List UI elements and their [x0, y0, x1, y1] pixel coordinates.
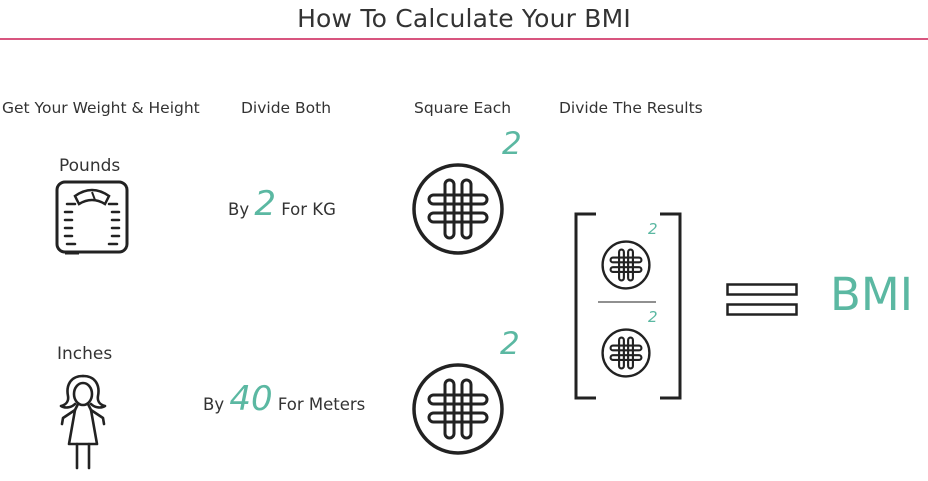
divide-height-prefix: By: [203, 395, 225, 414]
step-square-each: Square Each: [414, 99, 512, 117]
page-title: How To Calculate Your BMI: [297, 4, 631, 33]
person-icon: [59, 374, 107, 470]
square-exponent-weight: 2: [502, 126, 522, 162]
divide-height-text: By 40 For Meters: [203, 379, 365, 419]
fraction-exponent-top: 2: [648, 220, 658, 238]
inches-label: Inches: [57, 344, 113, 364]
fraction-exponent-bottom: 2: [648, 308, 658, 326]
scale-icon: [55, 180, 129, 255]
pounds-label: Pounds: [59, 156, 121, 176]
hash-icon: [601, 240, 651, 290]
divide-weight-suffix: For KG: [281, 200, 336, 219]
divide-weight-text: By 2 For KG: [228, 184, 336, 224]
hash-icon: [412, 163, 504, 255]
equals-icon: [726, 283, 798, 316]
bmi-result-label: BMI: [830, 268, 913, 321]
fraction-bracket-icon: [574, 212, 682, 400]
square-exponent-height: 2: [500, 326, 520, 362]
step-get-weight-height: Get Your Weight & Height: [2, 99, 200, 117]
step-divide-both: Divide Both: [241, 99, 332, 117]
divide-weight-divisor: 2: [254, 184, 276, 224]
hash-icon: [601, 328, 651, 378]
divide-weight-prefix: By: [228, 200, 250, 219]
title-underline: [0, 38, 928, 40]
divide-height-suffix: For Meters: [277, 395, 366, 414]
hash-icon: [412, 363, 504, 455]
divide-height-divisor: 40: [229, 379, 273, 419]
step-divide-results: Divide The Results: [559, 99, 703, 117]
